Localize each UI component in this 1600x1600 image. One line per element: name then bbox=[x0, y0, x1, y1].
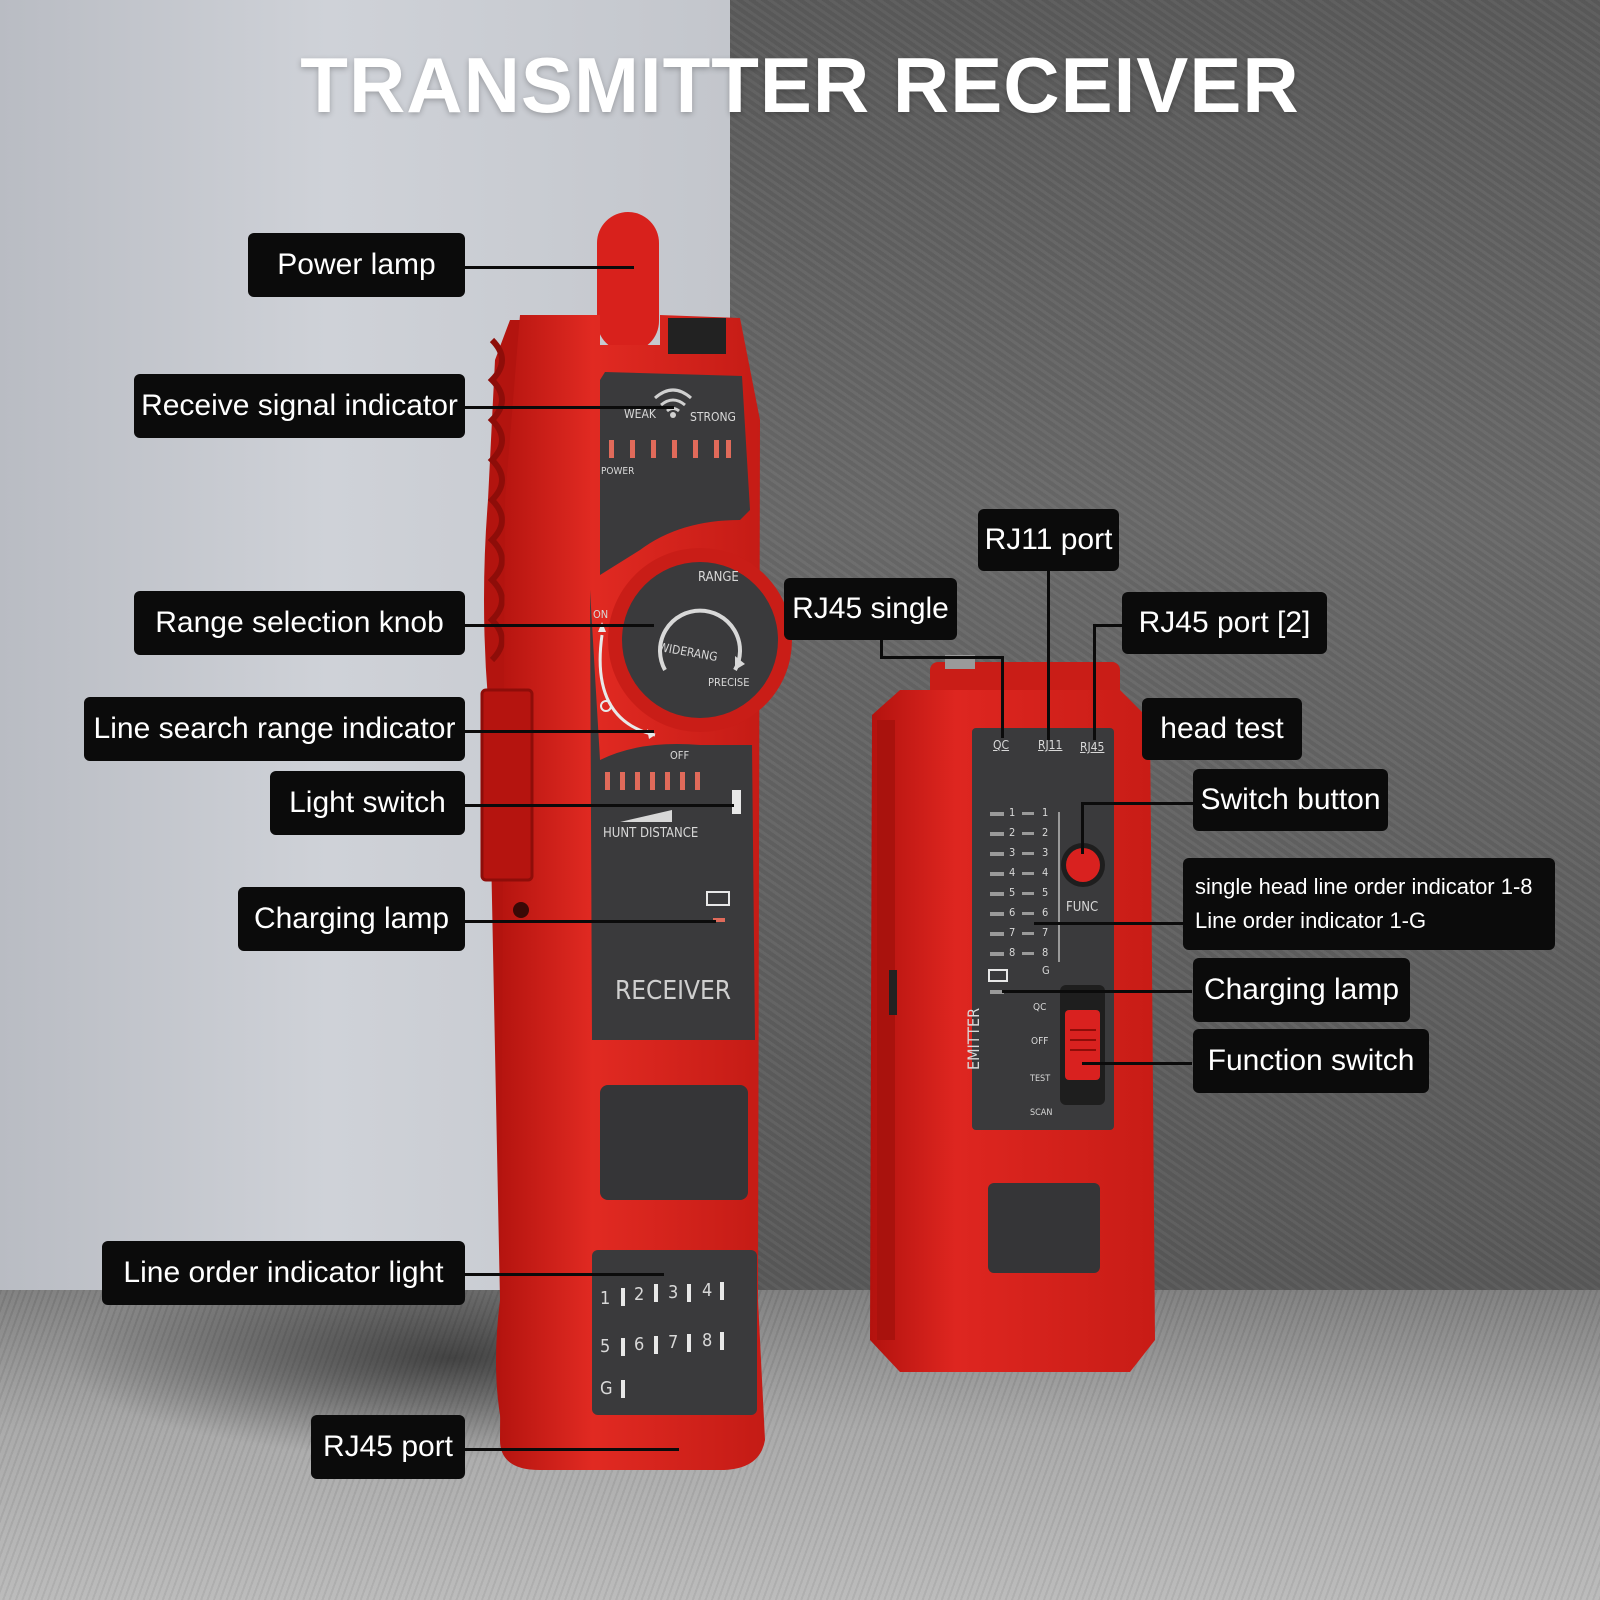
mode-test-label: TEST bbox=[1030, 1074, 1051, 1084]
leader-range-knob bbox=[464, 624, 654, 627]
callout-rj45-single: RJ45 single bbox=[784, 578, 957, 640]
callout-line-order-indicator-light: Line order indicator light bbox=[102, 1241, 465, 1305]
emitter-right-num-3: 3 bbox=[1042, 846, 1049, 859]
emitter-device bbox=[870, 655, 1155, 1372]
on-label: ON bbox=[593, 608, 609, 621]
battery-icon bbox=[988, 969, 1008, 982]
leader-line-order-indicator bbox=[1034, 922, 1184, 925]
emitter-left-num-6: 6 bbox=[1009, 906, 1016, 919]
line-num-4: 4 bbox=[702, 1280, 713, 1301]
flashlight-icon bbox=[732, 790, 741, 814]
emitter-left-num-1: 1 bbox=[1009, 806, 1016, 819]
leader-rj45-port2-b bbox=[1093, 624, 1096, 740]
emitter-left-num-8: 8 bbox=[1009, 946, 1016, 959]
emitter-right-num-g: G bbox=[1042, 964, 1050, 977]
leader-switch-button-a bbox=[1081, 802, 1193, 805]
callout-head-test: head test bbox=[1142, 698, 1302, 760]
antenna bbox=[597, 212, 659, 352]
distance-wedge-icon bbox=[620, 810, 672, 822]
off-label: OFF bbox=[670, 749, 690, 762]
emitter-right-num-6: 6 bbox=[1042, 906, 1049, 919]
callout-receive-signal-indicator: Receive signal indicator bbox=[134, 374, 465, 438]
battery-icon bbox=[706, 891, 730, 906]
callout-switch-button: Switch button bbox=[1193, 769, 1388, 831]
line-order-panel bbox=[592, 1250, 757, 1415]
mode-scan-label: SCAN bbox=[1030, 1108, 1053, 1118]
callout-rj11-port: RJ11 port bbox=[978, 509, 1119, 571]
callout-line-order-1g: Line order indicator 1-G bbox=[1195, 908, 1427, 933]
headline: TRANSMITTER RECEIVER bbox=[300, 41, 1300, 129]
line-num-2: 2 bbox=[634, 1284, 645, 1305]
callout-function-switch: Function switch bbox=[1193, 1029, 1429, 1093]
hunt-distance-label: HUNT DISTANCE bbox=[603, 826, 699, 841]
leader-line-search-range bbox=[464, 730, 654, 733]
leader-rj45-single-b bbox=[880, 656, 1003, 659]
leader-charging-lamp-receiver bbox=[464, 920, 716, 923]
emitter-right-num-7: 7 bbox=[1042, 926, 1049, 939]
leader-rj11-port bbox=[1047, 570, 1050, 740]
callout-single-head-line-order: single head line order indicator 1-8 bbox=[1195, 874, 1533, 899]
receiver-name: RECEIVER bbox=[615, 976, 732, 1006]
line-num-6: 6 bbox=[634, 1334, 645, 1355]
leader-light-switch bbox=[464, 804, 734, 807]
power-icon bbox=[600, 700, 612, 712]
leader-rj45-port bbox=[464, 1448, 679, 1451]
leader-rj45-port2-a bbox=[1093, 624, 1123, 627]
func-label: FUNC bbox=[1066, 900, 1099, 915]
callout-line-search-range-indicator: Line search range indicator bbox=[84, 697, 465, 761]
callout-line-order-indicators: single head line order indicator 1-8 Lin… bbox=[1183, 858, 1555, 950]
leader-charging-lamp-emitter bbox=[1002, 990, 1192, 993]
range-knob bbox=[622, 562, 778, 718]
line-num-3: 3 bbox=[668, 1282, 679, 1303]
leader-receive-signal bbox=[464, 406, 674, 409]
line-num-8: 8 bbox=[702, 1330, 713, 1351]
emitter-left-num-4: 4 bbox=[1009, 866, 1016, 879]
line-num-1: 1 bbox=[600, 1288, 611, 1309]
line-num-g: G bbox=[600, 1378, 613, 1399]
weak-label: WEAK bbox=[624, 407, 656, 421]
leader-power-lamp bbox=[464, 266, 634, 269]
emitter-right-num-5: 5 bbox=[1042, 886, 1049, 899]
mode-qc-label: QC bbox=[1033, 1002, 1047, 1013]
range-label: RANGE bbox=[698, 570, 739, 585]
callout-range-selection-knob: Range selection knob bbox=[134, 591, 465, 655]
emitter-window bbox=[988, 1183, 1100, 1273]
callout-charging-lamp-emitter: Charging lamp bbox=[1193, 958, 1410, 1022]
receiver-window bbox=[600, 1085, 748, 1200]
callout-rj45-port: RJ45 port bbox=[311, 1415, 465, 1479]
callout-power-lamp: Power lamp bbox=[248, 233, 465, 297]
emitter-right-num-4: 4 bbox=[1042, 866, 1049, 879]
signal-panel bbox=[600, 372, 750, 575]
leader-function-switch bbox=[1082, 1062, 1192, 1065]
callout-rj45-port-2: RJ45 port [2] bbox=[1122, 592, 1327, 654]
emitter-left-num-2: 2 bbox=[1009, 826, 1016, 839]
callout-light-switch: Light switch bbox=[270, 771, 465, 835]
emitter-left-num-5: 5 bbox=[1009, 886, 1016, 899]
emitter-left-num-3: 3 bbox=[1009, 846, 1016, 859]
mode-off-label: OFF bbox=[1031, 1036, 1049, 1047]
callout-charging-lamp-receiver: Charging lamp bbox=[238, 887, 465, 951]
func-button bbox=[1066, 848, 1100, 882]
emitter-right-num-8: 8 bbox=[1042, 946, 1049, 959]
port-rj45-label: RJ45 bbox=[1080, 740, 1105, 754]
function-switch-slider bbox=[1065, 1010, 1100, 1080]
leader-switch-button-b bbox=[1081, 802, 1084, 854]
port-rj11-label: RJ11 bbox=[1038, 738, 1063, 752]
port-qc-label: QC bbox=[993, 738, 1010, 752]
strong-label: STRONG bbox=[690, 410, 736, 424]
line-num-7: 7 bbox=[668, 1332, 679, 1353]
emitter-right-num-2: 2 bbox=[1042, 826, 1049, 839]
main-panel bbox=[590, 590, 755, 1040]
emitter-left-num-7: 7 bbox=[1009, 926, 1016, 939]
line-num-5: 5 bbox=[600, 1336, 611, 1357]
receiver-device bbox=[480, 212, 792, 1470]
power-label: POWER bbox=[601, 466, 635, 477]
precise-label: PRECISE bbox=[708, 676, 750, 689]
leader-rj45-single-c bbox=[1001, 656, 1004, 738]
leader-line-order-light bbox=[464, 1273, 664, 1276]
leader-rj45-single-a bbox=[880, 636, 883, 658]
emitter-name: EMITTER bbox=[964, 1007, 983, 1070]
emitter-right-num-1: 1 bbox=[1042, 806, 1049, 819]
